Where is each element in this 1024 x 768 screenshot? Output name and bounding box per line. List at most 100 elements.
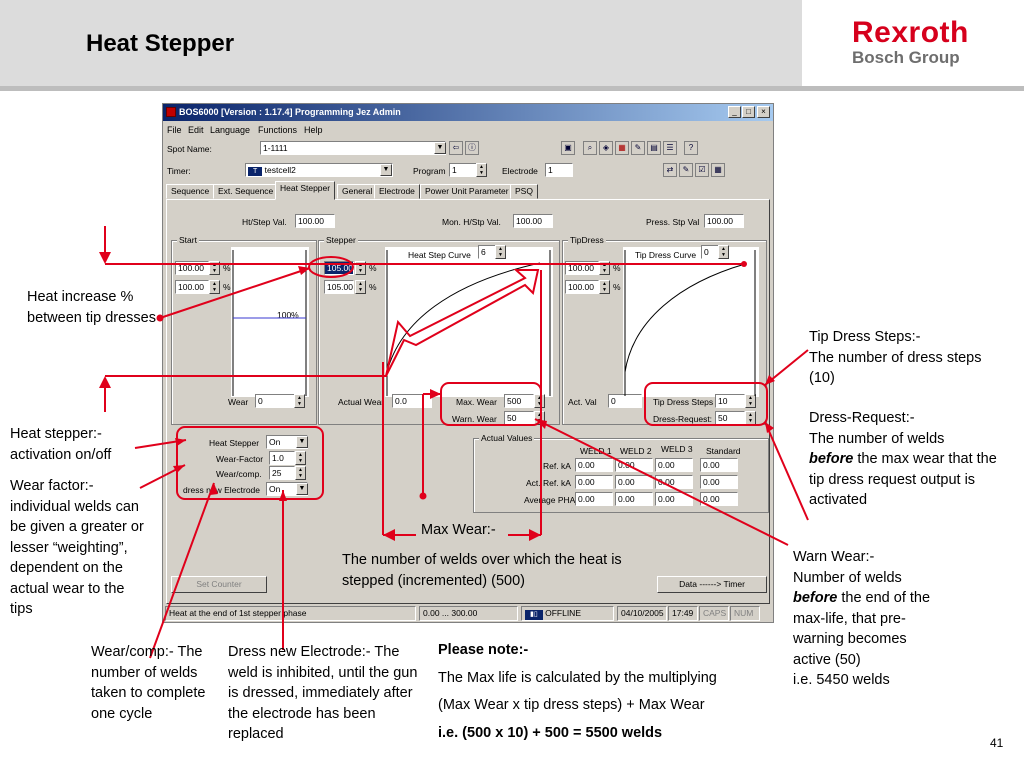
search-icon[interactable]: ⌕ [583, 141, 597, 155]
back-icon[interactable]: ⇦ [449, 141, 463, 155]
wear-factor-input[interactable]: 1.0 [269, 451, 295, 465]
data-to-timer-button[interactable]: Data ------> Timer [657, 576, 767, 593]
menu-language[interactable]: Language [210, 125, 251, 135]
tipdress-stepper-1[interactable]: ▲▼ [599, 261, 610, 275]
tip-dress-steps-input[interactable]: 10 [715, 394, 745, 408]
warn-wear-note-example: i.e. 5450 welds [793, 672, 890, 688]
max-wear-stepper[interactable]: ▲▼ [534, 394, 545, 408]
minimize-button[interactable]: _ [728, 106, 741, 118]
menu-functions[interactable]: Functions [258, 125, 298, 135]
maximize-button[interactable]: □ [742, 106, 755, 118]
tab-general[interactable]: General [337, 184, 378, 199]
stepper-group-title: Stepper [324, 235, 358, 245]
stepper-value-1[interactable]: 105.00 [324, 261, 354, 275]
status-message: Heat at the end of 1st stepper phase [165, 606, 416, 621]
tip-dress-curve-stepper[interactable]: ▲▼ [718, 245, 729, 259]
value-cell: 0.00 [700, 492, 738, 506]
start-line-label: 100% [277, 310, 299, 320]
start-stepper-2[interactable]: ▲▼ [209, 280, 220, 294]
start-value-1[interactable]: 100.00 [175, 261, 209, 275]
stepper-value-2[interactable]: 105.00 [324, 280, 354, 294]
program-input[interactable]: 1 [449, 163, 477, 177]
tab-power-unit-parameter[interactable]: Power Unit Parameter [420, 184, 514, 199]
table-icon[interactable]: ▦ [711, 163, 725, 177]
edit-list-icon[interactable]: ✎ [679, 163, 693, 177]
dress-request-input[interactable]: 50 [715, 411, 745, 425]
heat-step-curve-stepper[interactable]: ▲▼ [495, 245, 506, 259]
stepper-graph [385, 247, 553, 397]
info-icon[interactable]: ⓘ [465, 141, 479, 155]
tip-dress-steps-label: Tip Dress Steps [653, 397, 714, 407]
close-button[interactable]: × [757, 106, 770, 118]
tipdress-group-title: TipDress [568, 235, 606, 245]
warn-wear-note-em: before [793, 590, 838, 606]
help-icon[interactable]: ? [684, 141, 698, 155]
tipdress-value-1[interactable]: 100.00 [565, 261, 599, 275]
set-counter-button[interactable]: Set Counter [171, 576, 267, 593]
app-icon [166, 107, 176, 117]
grid-icon[interactable]: ▦ [615, 141, 629, 155]
tip-dress-steps-stepper[interactable]: ▲▼ [745, 394, 756, 408]
warn-wear-input[interactable]: 50 [504, 411, 534, 425]
max-wear-label: Max. Wear [456, 397, 497, 407]
warn-wear-stepper[interactable]: ▲▼ [534, 411, 545, 425]
chevron-down-icon[interactable]: ▼ [296, 436, 308, 448]
wear-input[interactable]: 0 [255, 394, 295, 408]
transfer-icon[interactable]: ⇄ [663, 163, 677, 177]
electrode-input[interactable]: 1 [545, 163, 573, 177]
program-stepper[interactable]: ▲▼ [476, 163, 487, 177]
heat-step-curve-input[interactable]: 6 [478, 245, 496, 259]
value-cell: 0.00 [575, 475, 613, 489]
wear-comp-stepper[interactable]: ▲▼ [295, 466, 306, 480]
start-stepper-1[interactable]: ▲▼ [209, 261, 220, 275]
tab-ext-sequence[interactable]: Ext. Sequence [213, 184, 279, 199]
value-cell: 0.00 [575, 492, 613, 506]
please-note-line-3: i.e. (500 x 10) + 500 = 5500 welds [438, 724, 663, 741]
tip-dress-curve-input[interactable]: 0 [701, 245, 719, 259]
tipdress-stepper-2[interactable]: ▲▼ [599, 280, 610, 294]
stepper-unit-1: % [369, 263, 377, 273]
stepper-stepper-1[interactable]: ▲▼ [355, 261, 366, 275]
column-weld-3: WELD 3 [661, 444, 693, 454]
menu-file[interactable]: File [167, 125, 182, 135]
tab-heat-stepper[interactable]: Heat Stepper [275, 181, 336, 200]
tab-sequence[interactable]: Sequence [166, 184, 215, 199]
menu-help[interactable]: Help [304, 125, 323, 135]
chevron-down-icon[interactable]: ▼ [296, 483, 308, 495]
column-weld-2: WELD 2 [620, 446, 652, 456]
dress-request-stepper[interactable]: ▲▼ [745, 411, 756, 425]
mon-hstp-input[interactable]: 100.00 [513, 214, 553, 228]
tab-electrode[interactable]: Electrode [374, 184, 420, 199]
stepper-stepper-2[interactable]: ▲▼ [355, 280, 366, 294]
list-icon[interactable]: ☰ [663, 141, 677, 155]
spot-name-label: Spot Name: [167, 144, 212, 154]
timer-select[interactable]: T testcell2 [245, 163, 393, 177]
program-label: Program [413, 166, 446, 176]
wear-stepper[interactable]: ▲▼ [294, 394, 305, 408]
chevron-down-icon[interactable]: ▼ [380, 164, 392, 176]
diamond-icon[interactable]: ◈ [599, 141, 613, 155]
spot-name-select[interactable]: 1-1111 [260, 141, 446, 155]
checklist-icon[interactable]: ☑ [695, 163, 709, 177]
wear-comp-input[interactable]: 25 [269, 466, 295, 480]
menu-edit[interactable]: Edit [188, 125, 204, 135]
actual-values-title: Actual Values [479, 433, 535, 443]
document-icon[interactable]: ▤ [647, 141, 661, 155]
start-value-2[interactable]: 100.00 [175, 280, 209, 294]
status-caps: CAPS [699, 606, 729, 621]
edit-icon[interactable]: ✎ [631, 141, 645, 155]
ht-step-label: Ht/Step Val. [242, 217, 287, 227]
bosch-group-logo: Bosch Group [852, 48, 960, 67]
tab-psq[interactable]: PSQ [510, 184, 538, 199]
press-stp-input[interactable]: 100.00 [704, 214, 744, 228]
dress-new-electrode-label: dress new Electrode [183, 485, 261, 495]
chevron-down-icon[interactable]: ▼ [434, 142, 446, 154]
dress-request-note-pre: The number of welds [809, 430, 945, 447]
tipdress-value-2[interactable]: 100.00 [565, 280, 599, 294]
max-wear-input[interactable]: 500 [504, 394, 534, 408]
network-icon[interactable]: ▣ [561, 141, 575, 155]
wear-factor-stepper[interactable]: ▲▼ [295, 451, 306, 465]
window-titlebar[interactable]: BOS6000 [Version : 1.17.4] Programming J… [163, 104, 773, 121]
ht-step-input[interactable]: 100.00 [295, 214, 335, 228]
